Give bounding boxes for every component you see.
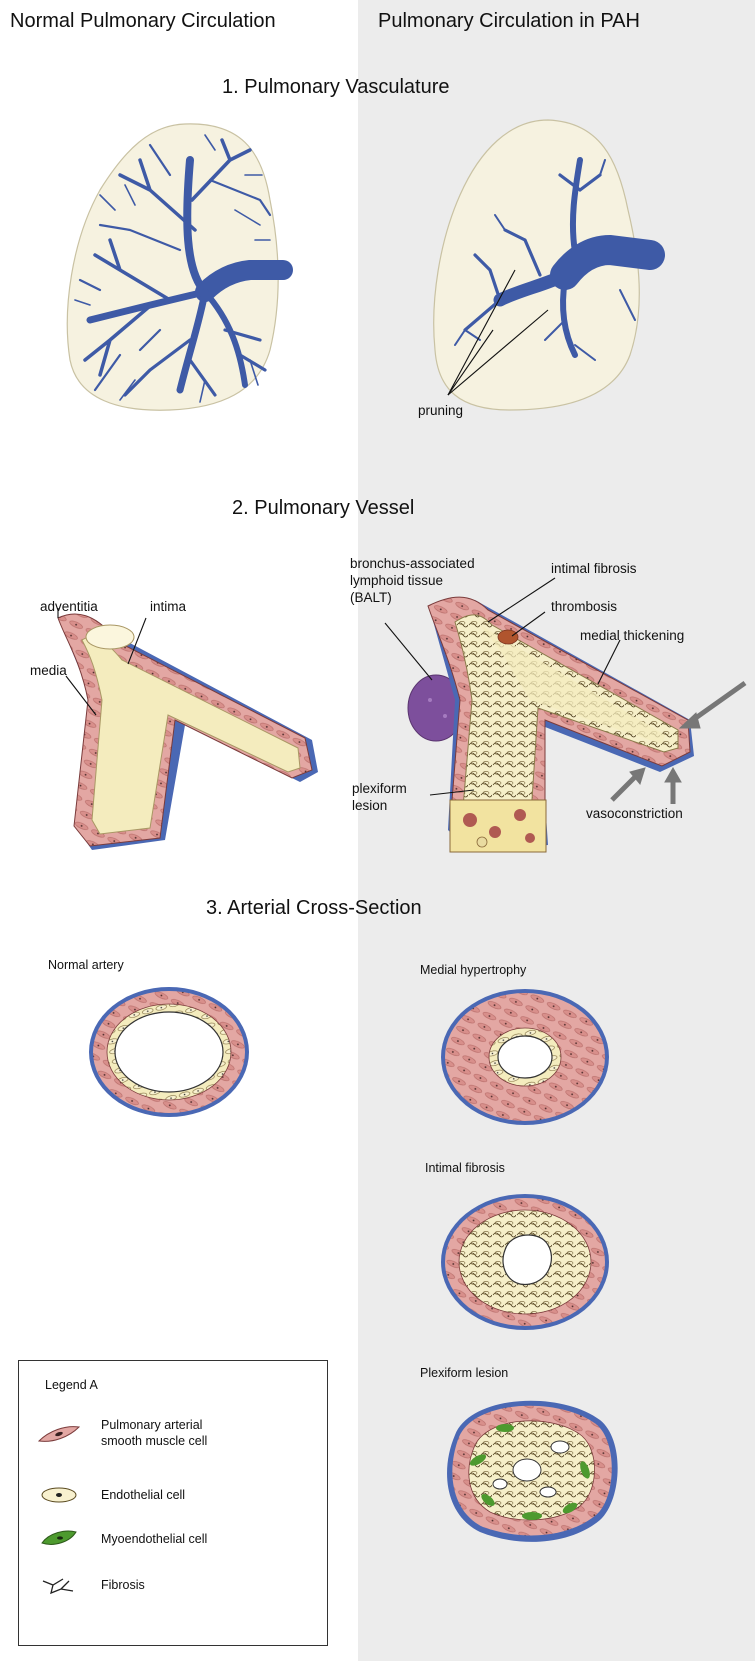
balt-label-line3: (BALT) bbox=[350, 589, 392, 606]
legend-item-endothelial: Endothelial cell bbox=[101, 1487, 185, 1503]
balt-label-line2: lymphoid tissue bbox=[350, 572, 443, 589]
cross-section-intimal-fibrosis bbox=[441, 1194, 609, 1330]
plexiform-lesion-cross-label: Plexiform lesion bbox=[420, 1365, 508, 1381]
smooth-muscle-cell-icon bbox=[37, 1423, 81, 1445]
normal-vessel bbox=[58, 614, 318, 850]
legend-item-smooth-muscle-line2: smooth muscle cell bbox=[101, 1433, 207, 1449]
endothelial-cell-icon bbox=[39, 1485, 79, 1505]
vasoconstriction-label: vasoconstriction bbox=[586, 805, 683, 822]
plexiform-lesion-label-line1: plexiform bbox=[352, 780, 407, 797]
medial-thickening-label: medial thickening bbox=[580, 627, 684, 644]
legend-item-myoendothelial: Myoendothelial cell bbox=[101, 1531, 207, 1547]
intima-label: intima bbox=[150, 598, 186, 615]
media-label: media bbox=[30, 662, 67, 679]
intimal-fibrosis-cross-label: Intimal fibrosis bbox=[425, 1160, 505, 1176]
cross-section-normal bbox=[89, 987, 249, 1117]
plexiform-lesion-label-line2: lesion bbox=[352, 797, 387, 814]
adventitia-label: adventitia bbox=[40, 598, 98, 615]
legend-item-fibrosis: Fibrosis bbox=[101, 1577, 145, 1593]
myoendothelial-cell-icon bbox=[39, 1527, 79, 1549]
legend-item-smooth-muscle-line1: Pulmonary arterial bbox=[101, 1417, 202, 1433]
fibrosis-icon bbox=[39, 1575, 79, 1597]
cross-section-medial-hypertrophy bbox=[441, 989, 609, 1125]
thrombosis-label: thrombosis bbox=[551, 598, 617, 615]
legend-title: Legend A bbox=[45, 1377, 98, 1393]
legend-box: Legend A Pulmonary arterial smooth muscl… bbox=[18, 1360, 328, 1646]
balt-label-line1: bronchus-associated bbox=[350, 555, 475, 572]
pruning-label: pruning bbox=[418, 402, 463, 419]
medial-hypertrophy-label: Medial hypertrophy bbox=[420, 962, 526, 978]
cross-section-plexiform-lesion bbox=[447, 1401, 618, 1542]
normal-artery-label: Normal artery bbox=[48, 957, 124, 973]
intimal-fibrosis-label: intimal fibrosis bbox=[551, 560, 637, 577]
